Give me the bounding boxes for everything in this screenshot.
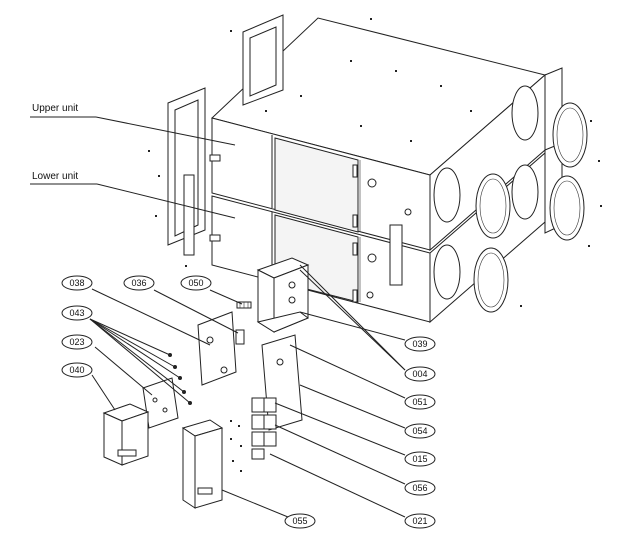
part-number: 004 — [412, 369, 427, 379]
part-number: 023 — [69, 337, 84, 347]
terminal-blocks — [251, 397, 277, 460]
part-bubble-054: 054 — [404, 423, 436, 439]
part-number: 055 — [292, 516, 307, 526]
part-number: 015 — [412, 454, 427, 464]
part-number: 038 — [69, 278, 84, 288]
part-number: 054 — [412, 426, 427, 436]
part-bubble-043: 043 — [61, 305, 93, 321]
part-bubble-055: 055 — [284, 513, 316, 529]
leader-lines — [30, 116, 406, 518]
lower-unit-body — [209, 151, 546, 324]
part-bubble-051: 051 — [404, 394, 436, 410]
part-number: 039 — [412, 339, 427, 349]
part-bubble-039: 039 — [404, 336, 436, 352]
part-bubble-015: 015 — [404, 451, 436, 467]
part-number: 040 — [69, 365, 84, 375]
part-bubble-050: 050 — [180, 275, 212, 291]
part-bubble-004: 004 — [404, 366, 436, 382]
part-bubble-056: 056 — [404, 480, 436, 496]
controller-box-040 — [102, 403, 150, 466]
electrical-box-039 — [256, 257, 310, 333]
part-number: 021 — [412, 516, 427, 526]
part-number: 036 — [131, 278, 146, 288]
part-number: 043 — [69, 308, 84, 318]
part-bubble-021: 021 — [404, 513, 436, 529]
upper-unit-label: Upper unit — [32, 103, 78, 114]
part-number: 056 — [412, 483, 427, 493]
connector-050 — [236, 301, 252, 309]
cover-055 — [181, 419, 224, 509]
control-board-038 — [197, 311, 245, 386]
lower-unit-label: Lower unit — [32, 171, 78, 182]
part-bubble-036: 036 — [123, 275, 155, 291]
part-bubble-038: 038 — [61, 275, 93, 291]
part-bubble-040: 040 — [61, 362, 93, 378]
duct-collars — [473, 102, 588, 313]
left-bracket-panels — [167, 14, 284, 256]
upper-unit-body — [209, 17, 547, 252]
part-number: 050 — [188, 278, 203, 288]
part-bubble-023: 023 — [61, 334, 93, 350]
part-number: 051 — [412, 397, 427, 407]
